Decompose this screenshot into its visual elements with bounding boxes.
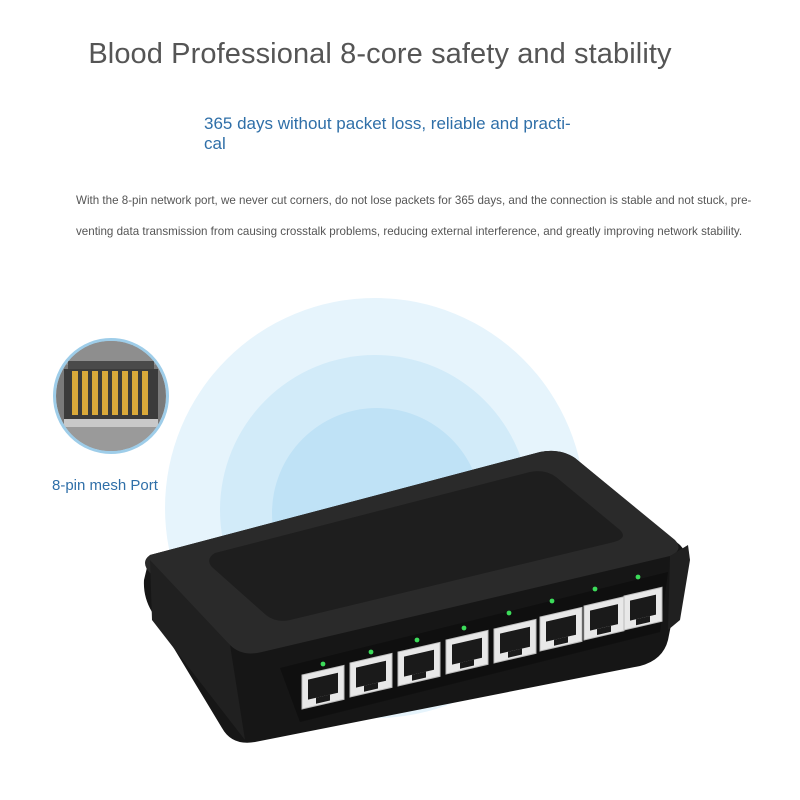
status-led [414,637,420,643]
port-pins-zoom-image [53,338,169,454]
body-text-line-1: With the 8-pin network port, we never cu… [76,194,752,207]
ethernet-ports [301,586,663,710]
ethernet-port [445,629,489,675]
headline: Blood Professional 8-core safety and sta… [88,38,672,70]
port-callout-label: 8-pin mesh Port [52,477,158,494]
ethernet-port [397,641,441,687]
status-led [461,625,467,631]
ethernet-port [493,618,537,664]
ethernet-port [623,586,663,631]
subheadline-line-1: 365 days without packet loss, reliable a… [204,114,571,133]
status-led [320,661,326,667]
status-led [368,649,374,655]
ethernet-port [583,596,625,641]
status-led [592,586,598,592]
status-led [506,610,512,616]
status-led [549,598,555,604]
ethernet-port [301,664,345,710]
status-leds [320,574,641,667]
status-led [635,574,641,580]
gold-pin-group [72,371,148,415]
ethernet-port [539,606,583,652]
subheadline-line-2: cal [204,134,226,153]
subheadline: 365 days without packet loss, reliable a… [204,114,574,154]
ethernet-port [349,652,393,698]
body-text-line-2: venting data transmission from causing c… [76,225,743,238]
